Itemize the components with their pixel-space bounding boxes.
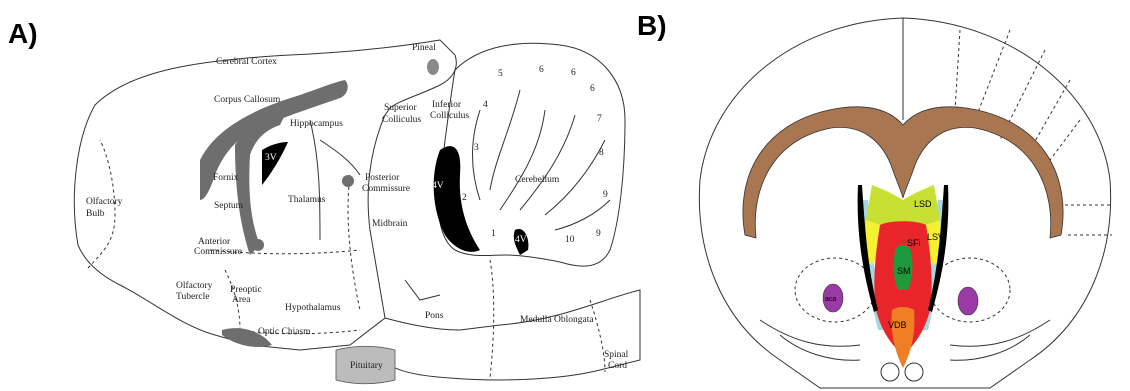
- label-sm: SM: [897, 266, 911, 276]
- label-corpus-callosum: Corpus Callosum: [214, 95, 281, 105]
- posterior-commissure: [342, 175, 354, 187]
- label-thalamus: Thalamus: [288, 195, 326, 205]
- label-olfactory-tubercle-2: Tubercle: [176, 292, 209, 302]
- label-medulla-oblongata: Medulla Oblongata: [520, 315, 594, 325]
- lobule-3: 3: [474, 143, 479, 153]
- label-posterior-commissure-2: Commissure: [362, 184, 410, 194]
- label-anterior-commissure-1: Anterior: [198, 237, 231, 247]
- brainstem-outline: [385, 290, 640, 380]
- sagittal-brain-diagram: Cerebral Cortex Corpus Callosum Hippocam…: [0, 0, 660, 391]
- third-ventricle: [262, 142, 288, 185]
- brain-outline: [74, 40, 456, 350]
- label-pons: Pons: [425, 311, 444, 321]
- label-optic-chiasm: Optic Chiasm: [258, 327, 311, 337]
- lobule-7: 7: [597, 114, 602, 124]
- corpus-callosum-b: [743, 107, 1063, 238]
- pineal: [427, 59, 439, 75]
- label-hippocampus: Hippocampus: [290, 119, 343, 129]
- label-superior-colliculus-2: Colliculus: [382, 115, 421, 125]
- label-cerebral-cortex: Cerebral Cortex: [216, 57, 277, 67]
- label-septum: Septum: [214, 201, 244, 211]
- sfi-region: [874, 221, 931, 355]
- pons-boundary: [490, 260, 494, 378]
- coronal-outline: [699, 18, 1110, 388]
- label-inferior-colliculus-2: Colliculus: [430, 111, 469, 121]
- aca-right: [958, 287, 978, 315]
- sm-region: [894, 245, 913, 290]
- lobule-9b: 9: [596, 229, 601, 239]
- label-lsv: LSV: [927, 232, 944, 242]
- label-spinal-cord-1: Spinal: [604, 350, 629, 360]
- label-superior-colliculus-1: Superior: [384, 103, 418, 113]
- label-inferior-colliculus-1: Inferior: [432, 99, 462, 110]
- lsv-region-left: [864, 220, 881, 265]
- lateral-septal-blue-left: [862, 200, 885, 330]
- label-cerebellum: Cerebellum: [515, 175, 560, 185]
- fornix: [235, 115, 285, 255]
- midbrain-boundary: [348, 175, 360, 310]
- aca-left: [823, 284, 843, 312]
- lobule-1: 1: [491, 229, 496, 239]
- label-olfactory-bulb-2: Bulb: [86, 209, 105, 219]
- label-pituitary: Pituitary: [350, 361, 383, 371]
- lobule-5: 5: [498, 69, 503, 79]
- label-spinal-cord-2: Cord: [608, 361, 627, 371]
- anterior-commissure: [252, 239, 264, 251]
- vdb-region: [891, 307, 914, 368]
- label-olfactory-tubercle-1: Olfactory: [176, 280, 213, 291]
- medulla-boundary: [590, 300, 605, 372]
- label-anterior-commissure-2: Commissure: [194, 247, 242, 257]
- lobule-4: 4: [483, 100, 488, 110]
- label-sfi: SFi: [907, 238, 921, 248]
- lobule-2: 2: [462, 193, 467, 203]
- label-fourth-ventricle-lower: 4V: [515, 235, 527, 245]
- label-preoptic-2: Area: [232, 295, 251, 305]
- ventricle-right: [928, 185, 948, 312]
- ventricle-left: [858, 185, 878, 312]
- label-third-ventricle: 3V: [265, 153, 277, 163]
- lobule-8: 8: [599, 148, 604, 158]
- label-olfactory-bulb-1: Olfactory: [86, 196, 123, 207]
- label-posterior-commissure-1: Posterior: [365, 173, 400, 183]
- label-pineal: Pineal: [412, 43, 436, 53]
- label-aca: aca: [825, 296, 836, 303]
- label-preoptic-1: Preoptic: [230, 285, 262, 295]
- label-lsd: LSD: [914, 199, 932, 209]
- lsv-region-right: [925, 220, 942, 265]
- lobule-6c: 6: [590, 84, 595, 94]
- lobule-6b: 6: [571, 68, 576, 78]
- label-midbrain: Midbrain: [372, 219, 408, 229]
- label-vdb: VDB: [888, 320, 907, 330]
- lsd-region: [866, 185, 940, 230]
- label-hypothalamus: Hypothalamus: [285, 303, 341, 313]
- lobule-10: 10: [565, 235, 575, 245]
- lobule-9a: 9: [603, 190, 608, 200]
- lobule-6a: 6: [539, 65, 544, 75]
- lateral-septal-blue-right: [921, 200, 944, 330]
- label-fourth-ventricle-upper: 4V: [432, 181, 444, 191]
- label-fornix: Fornix: [213, 173, 239, 183]
